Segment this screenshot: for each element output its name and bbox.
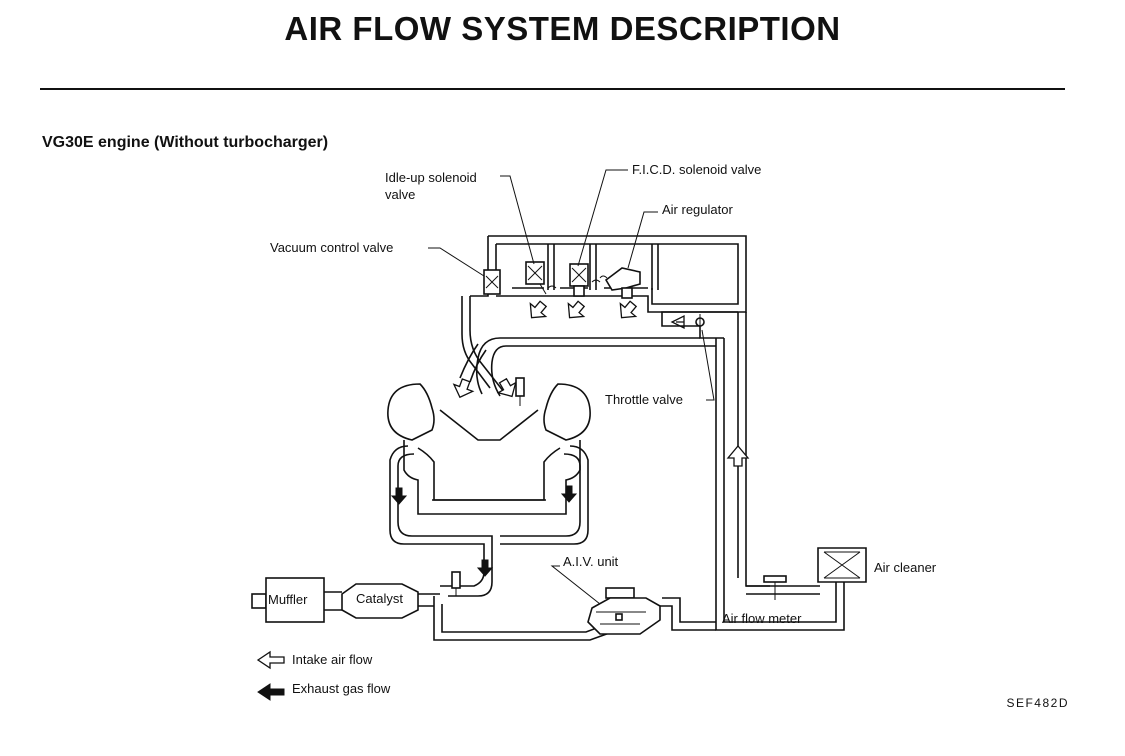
air-regulator-label: Air regulator: [662, 202, 733, 217]
idle-up-label-line2: valve: [385, 187, 416, 202]
figure-code: SEF482D: [1006, 696, 1069, 710]
title-divider: [40, 88, 1065, 90]
air-cleaner-label: Air cleaner: [874, 560, 937, 575]
air-regulator: [599, 267, 641, 299]
catalyst-label: Catalyst: [356, 591, 403, 606]
aiv-pipe: [433, 571, 716, 641]
diagram-subtitle: VG30E engine (Without turbocharger): [42, 134, 329, 151]
leader-lines: [428, 169, 715, 605]
engine-block: [387, 377, 591, 515]
page-title: AIR FLOW SYSTEM DESCRIPTION: [284, 10, 841, 47]
intake-duct: [475, 311, 770, 604]
vacuum-control-valve: [483, 269, 501, 295]
muffler-label: Muffler: [268, 592, 308, 608]
aiv-unit: [587, 587, 661, 635]
intake-collector: [470, 235, 747, 313]
intake-legend-icon: [256, 650, 285, 670]
ficd-solenoid-valve: [569, 263, 601, 297]
vacuum-control-label: Vacuum control valve: [270, 240, 394, 255]
air-cleaner-box: [817, 547, 867, 583]
intake-runners: [452, 296, 517, 399]
riser-intake-arrow: [726, 444, 750, 467]
ficd-label: F.I.C.D. solenoid valve: [632, 162, 762, 177]
exhaust-pipes: [389, 445, 589, 597]
air-flow-meter-label: Air flow meter: [722, 611, 802, 626]
exhaust-legend-icon: [257, 683, 285, 701]
idle-up-solenoid-valve: [525, 261, 557, 295]
idle-up-label-line1: Idle-up solenoid: [385, 170, 477, 185]
legend-intake-label: Intake air flow: [292, 652, 373, 667]
aiv-unit-label: A.I.V. unit: [563, 554, 619, 569]
throttle-valve-label: Throttle valve: [605, 392, 684, 407]
collector-intake-arrows: [529, 300, 685, 330]
legend-exhaust-label: Exhaust gas flow: [292, 681, 391, 696]
